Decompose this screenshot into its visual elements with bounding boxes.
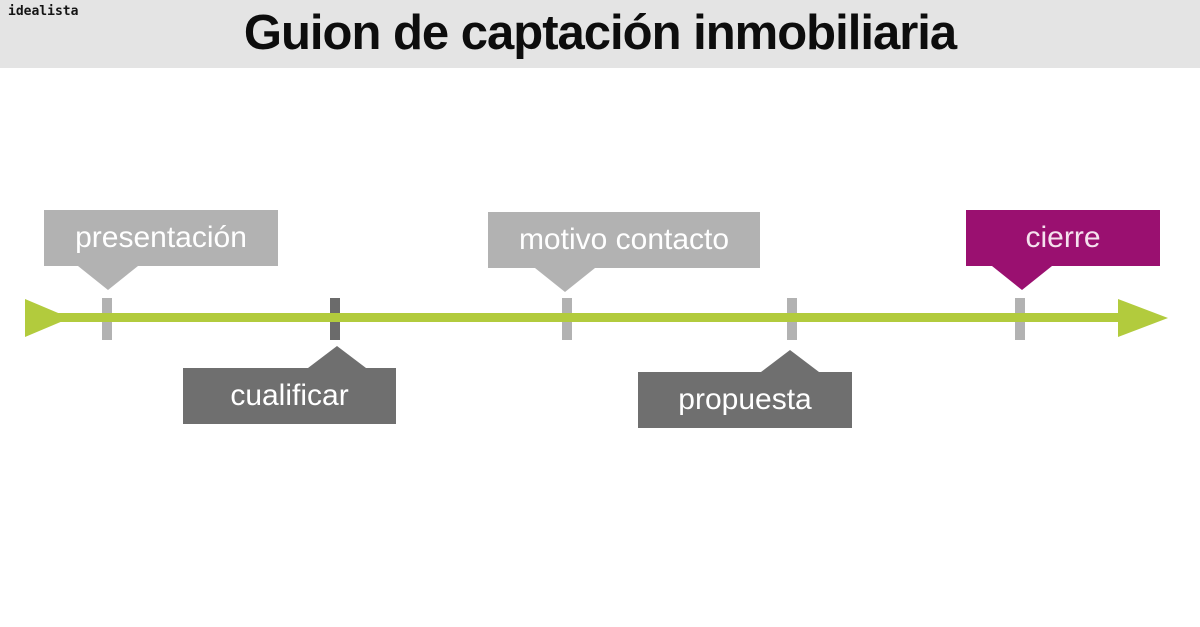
stage-label: motivo contacto <box>518 223 730 256</box>
stage-label: presentación <box>75 221 247 254</box>
stage-bubble-presentacion: presentación <box>44 210 278 290</box>
bubble-tail-up <box>761 350 819 372</box>
timeline-line <box>58 313 1126 322</box>
timeline-end-arrowhead <box>1118 299 1168 337</box>
stage-bubble-propuesta: propuesta <box>638 350 852 428</box>
stage-label: cualificar <box>230 379 349 412</box>
idealista-logo: idealista <box>8 4 79 19</box>
bubble-tail-down <box>535 268 595 292</box>
page-title: Guion de captación inmobiliaria <box>243 6 957 60</box>
bubble-tail-down <box>78 266 138 290</box>
stage-bubble-cualificar: cualificar <box>183 346 396 424</box>
header-bar: idealista Guion de captación inmobiliari… <box>0 0 1200 68</box>
bubble-tail-down <box>992 266 1052 290</box>
stage-bubble-motivo-contacto: motivo contacto <box>488 212 760 292</box>
stage-bubble-cierre: cierre <box>966 210 1160 290</box>
stage-label: propuesta <box>678 383 812 416</box>
bubble-tail-up <box>308 346 366 368</box>
stage-label: cierre <box>1025 221 1101 254</box>
